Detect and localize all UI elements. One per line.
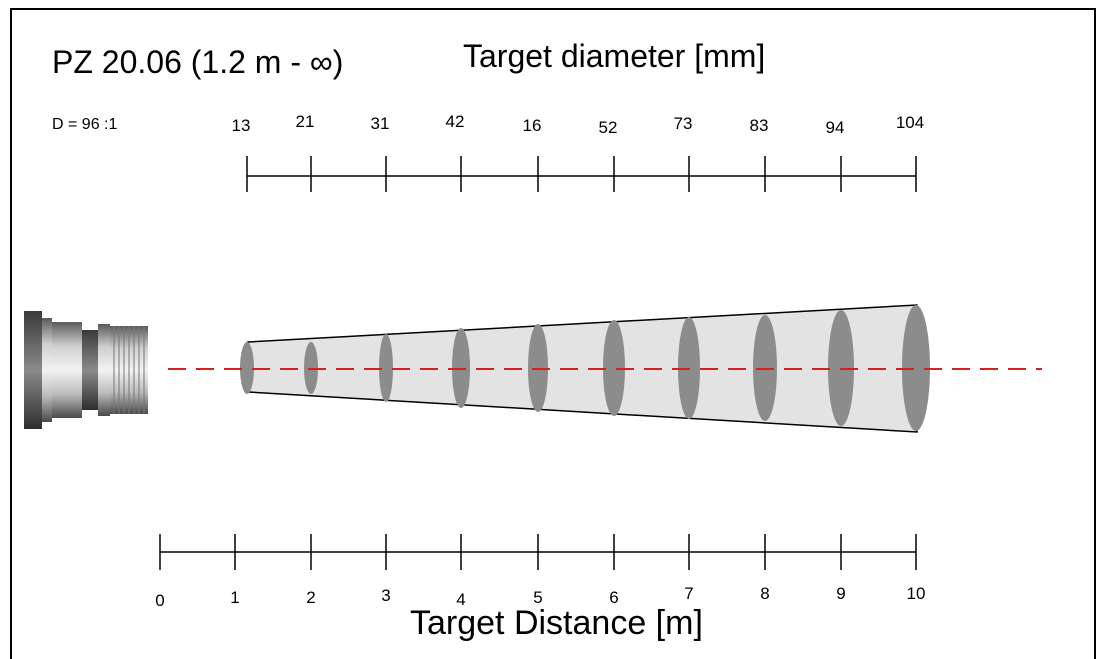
diameter-label: 52 [598,118,618,137]
diameter-label: 31 [370,114,390,133]
diameter-label: 73 [673,114,693,133]
distance-label: 9 [836,584,846,603]
distance-label: 8 [760,584,770,603]
distance-label: 2 [306,588,316,607]
distance-scale [159,534,917,570]
distance-label: 0 [155,591,165,610]
diameter-label: 21 [295,112,315,131]
diagram-title: PZ 20.06 (1.2 m - ∞) [52,44,344,80]
distance-label: 1 [230,588,240,607]
target-diameter-heading: Target diameter [mm] [463,38,766,74]
diameter-scale [246,156,917,192]
pyrometer-sensor-icon [24,311,148,429]
target-spot [379,334,393,402]
target-spot [603,320,625,416]
diameter-label: 104 [895,113,925,132]
distance-label: 4 [456,590,466,609]
diameter-label: 16 [522,116,542,135]
distance-ratio-label: D = 96 :1 [52,116,118,133]
diagram-frame [10,8,1096,659]
diameter-label: 83 [749,116,769,135]
distance-label: 10 [906,584,926,603]
distance-label: 5 [533,588,543,607]
target-distance-label: Target Distance [m] [410,604,703,642]
diameter-label: 94 [825,118,845,137]
distance-label: 7 [684,584,694,603]
distance-label: 3 [381,586,391,605]
diameter-label: 42 [445,112,465,131]
distance-label: 6 [609,588,619,607]
target-spot [902,305,930,431]
target-spot [240,342,254,394]
diameter-label: 13 [231,116,251,135]
